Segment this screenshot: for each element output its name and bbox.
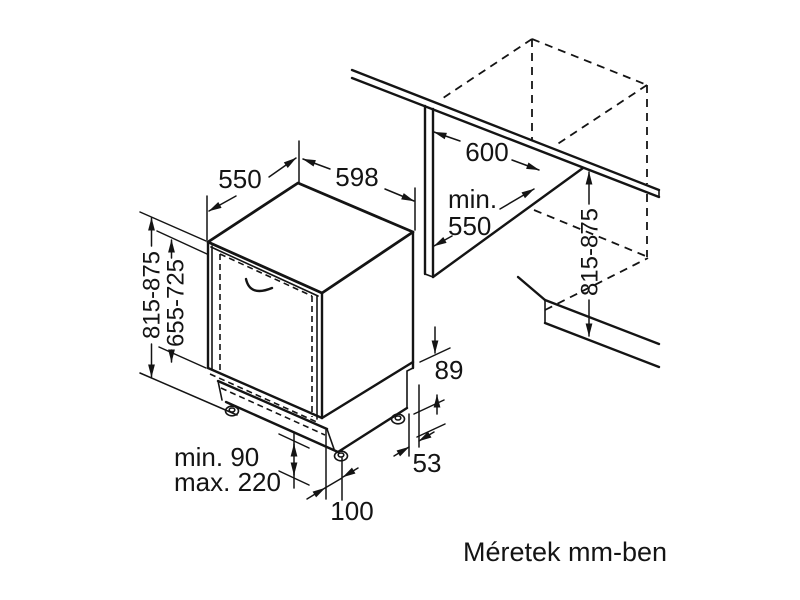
countertop [350, 68, 661, 199]
label-plinth-max: max. 220 [174, 467, 281, 497]
base-front-dashed [220, 387, 326, 436]
arrow-600-right [511, 159, 540, 171]
label-niche-height: 815-875 [576, 208, 603, 296]
label-door-height: 655-725 [162, 259, 189, 347]
floor-bottom-edge [543, 321, 661, 369]
label-rear-base-depth: 53 [413, 448, 442, 478]
base-right-cap [326, 428, 335, 450]
label-machine-width: 598 [335, 162, 378, 192]
niche-top-left-edge [442, 38, 533, 99]
label-machine-depth: 550 [218, 164, 261, 194]
ext-height-lower [139, 372, 238, 416]
niche-top-back-edge [531, 38, 648, 86]
arrow-53-right [418, 431, 435, 442]
label-niche-depth-value: 550 [448, 211, 491, 241]
niche-floor-side-edge [544, 257, 649, 311]
label-plinth-min: min. 90 [174, 442, 259, 472]
foot-front [333, 450, 349, 462]
dimension-arrows [148, 131, 593, 500]
base-left-cap [217, 380, 223, 401]
ext-door-lower [158, 346, 207, 369]
arrow-niche-depth-back [499, 188, 535, 210]
dim-100-mid [324, 477, 343, 489]
tick-rear-lower [416, 423, 446, 438]
foot-left-inner [228, 407, 236, 413]
ext-height-upper [139, 211, 207, 242]
caption-units: Méretek mm-ben [463, 537, 667, 567]
door-top-dashed [219, 253, 313, 297]
label-base-recess: 100 [330, 496, 373, 526]
panel-cut-edge [431, 166, 585, 279]
machine-top-face [206, 181, 415, 295]
arrow-550-left [208, 195, 237, 212]
door-top-inner-line [210, 246, 319, 297]
ext-door-upper [156, 230, 208, 255]
arrow-100-right [342, 467, 359, 478]
door-bottom-edge [206, 366, 324, 420]
cabinet-side-panel [423, 104, 585, 279]
dimension-labels: 550 598 600 min. 550 815-875 655-725 815… [138, 137, 667, 567]
floor-stub [516, 275, 547, 302]
label-machine-height: 815-875 [138, 251, 165, 339]
arrow-550-right [268, 157, 297, 178]
base-front-bottom-edge [224, 400, 340, 454]
countertop-bottom-edge [350, 76, 661, 199]
dishwasher-body [206, 181, 415, 462]
base-rear-step [406, 367, 414, 409]
label-niche-depth-word: min. [448, 184, 497, 214]
niche-top-right-edge [555, 84, 648, 146]
countertop-top-edge [350, 68, 661, 192]
arrow-598-right [384, 188, 415, 202]
foot-rear [390, 413, 406, 425]
floor-strip [516, 257, 661, 369]
floor-top-edge [543, 298, 661, 346]
label-niche-width: 600 [465, 137, 508, 167]
arrow-53-left [393, 446, 410, 457]
side-bottom-edge [320, 360, 415, 420]
niche-floor-back-edge [533, 209, 649, 258]
door-bottom-dashed [209, 373, 320, 424]
foot-rear-inner [394, 415, 402, 421]
tick-rear-upper [419, 347, 451, 363]
niche-dashed-box [442, 38, 649, 258]
foot-front-inner [337, 452, 345, 458]
door-handle-icon [244, 277, 274, 293]
arrow-100-left [306, 487, 326, 500]
arrow-600-left [433, 131, 461, 142]
arrow-598-left [302, 158, 331, 170]
panel-bottom-cap [424, 273, 434, 278]
label-rear-base-height: 89 [435, 355, 464, 385]
arrow-niche-depth-front [433, 235, 453, 247]
foot-left [224, 405, 240, 417]
base-front-top-edge [216, 379, 329, 431]
adjustable-feet [224, 405, 406, 462]
